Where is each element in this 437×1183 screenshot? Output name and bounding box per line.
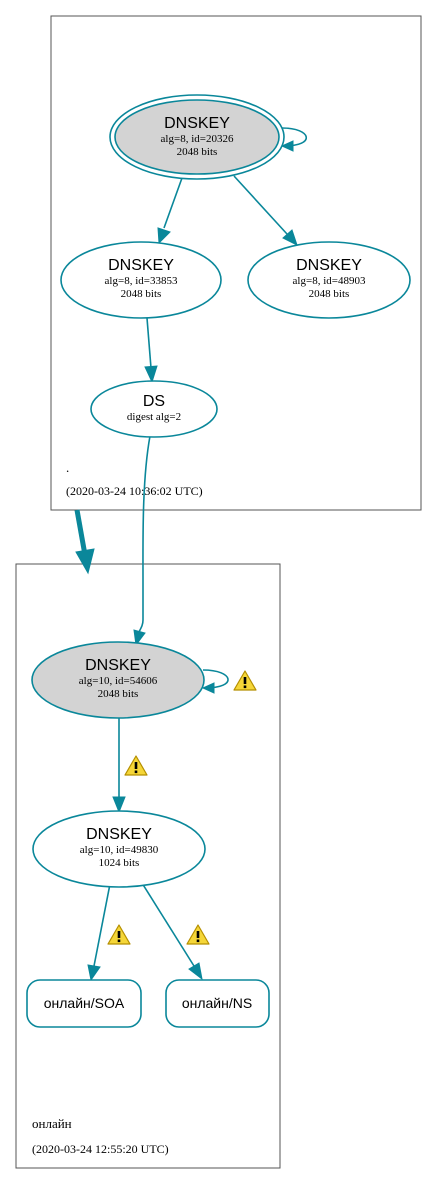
node-label: онлайн/SOA bbox=[44, 995, 125, 1011]
node-detail: alg=8, id=20326 bbox=[161, 133, 234, 145]
child-zone-timestamp: (2020-03-24 12:55:20 UTC) bbox=[32, 1142, 169, 1156]
edge-delegation bbox=[74, 509, 88, 556]
edge-root-ksk-to-zsk2 bbox=[233, 175, 288, 235]
node-child-zsk: DNSKEY alg=10, id=49830 1024 bits bbox=[32, 810, 206, 888]
edge-zsk1-to-ds bbox=[146, 317, 152, 369]
node-title: DS bbox=[143, 393, 165, 410]
warning-icon bbox=[107, 924, 131, 945]
arrowhead bbox=[280, 140, 294, 152]
node-body bbox=[247, 241, 411, 319]
arrowhead bbox=[157, 227, 171, 245]
edge-ds-to-child-ksk bbox=[138, 435, 151, 633]
node-rrset-soa: онлайн/SOA bbox=[26, 979, 142, 1028]
node-rrset-ns: онлайн/NS bbox=[165, 979, 270, 1028]
node-detail: alg=8, id=48903 bbox=[293, 275, 366, 287]
node-title: DNSKEY bbox=[86, 826, 152, 843]
root-zone-name: . bbox=[66, 460, 69, 475]
node-root-zsk-48903: DNSKEY alg=8, id=48903 2048 bits bbox=[247, 241, 411, 319]
node-title: DNSKEY bbox=[164, 115, 230, 132]
node-detail: alg=8, id=33853 bbox=[105, 275, 178, 287]
node-detail: alg=10, id=54606 bbox=[79, 675, 158, 687]
arrowhead bbox=[188, 962, 203, 981]
node-detail: 1024 bits bbox=[99, 857, 140, 869]
edge-child-ksk-self bbox=[202, 669, 229, 689]
node-child-ksk: DNSKEY alg=10, id=54606 2048 bits bbox=[31, 641, 205, 719]
child-zone-name: онлайн bbox=[32, 1116, 72, 1131]
root-zone-timestamp: (2020-03-24 10:36:02 UTC) bbox=[66, 484, 203, 498]
node-detail: 2048 bits bbox=[98, 688, 139, 700]
warning-icon bbox=[233, 670, 257, 691]
node-body bbox=[32, 810, 206, 888]
edge-root-ksk-self bbox=[281, 127, 308, 147]
warning-icon bbox=[124, 755, 148, 776]
root-zone-cluster: . (2020-03-24 10:36:02 UTC) bbox=[50, 15, 422, 511]
node-body bbox=[26, 979, 142, 1028]
node-body bbox=[90, 380, 218, 438]
arrowhead bbox=[282, 229, 298, 246]
arrowhead bbox=[75, 548, 95, 575]
arrowhead bbox=[144, 365, 158, 384]
node-body bbox=[60, 241, 222, 319]
root-zone-box bbox=[50, 15, 422, 511]
node-title: DNSKEY bbox=[296, 257, 362, 274]
node-title: DNSKEY bbox=[85, 657, 151, 674]
node-detail: 2048 bits bbox=[177, 146, 218, 158]
node-ds: DS digest alg=2 bbox=[90, 380, 218, 438]
node-root-ksk: DNSKEY alg=8, id=20326 2048 bits bbox=[109, 94, 285, 180]
node-root-zsk-33853: DNSKEY alg=8, id=33853 2048 bits bbox=[60, 241, 222, 319]
arrowhead bbox=[201, 682, 215, 694]
edge-zsk-to-soa bbox=[93, 883, 111, 967]
node-body bbox=[31, 641, 205, 719]
child-zone-cluster: онлайн (2020-03-24 12:55:20 UTC) bbox=[15, 563, 281, 1169]
node-detail: 2048 bits bbox=[121, 288, 162, 300]
node-detail: 2048 bits bbox=[309, 288, 350, 300]
warning-icon bbox=[186, 924, 210, 945]
node-detail: digest alg=2 bbox=[127, 411, 181, 423]
node-detail: alg=10, id=49830 bbox=[80, 844, 159, 856]
node-body bbox=[165, 979, 270, 1028]
arrowhead bbox=[112, 796, 126, 814]
edge-zsk-to-ns bbox=[141, 882, 195, 967]
arrowhead bbox=[87, 964, 101, 982]
arrowhead bbox=[133, 629, 146, 647]
node-title: DNSKEY bbox=[108, 257, 174, 274]
edges bbox=[74, 127, 308, 982]
node-body bbox=[114, 99, 280, 175]
edge-root-ksk-to-zsk1 bbox=[163, 177, 183, 229]
node-label: онлайн/NS bbox=[182, 995, 252, 1011]
child-zone-box bbox=[15, 563, 281, 1169]
